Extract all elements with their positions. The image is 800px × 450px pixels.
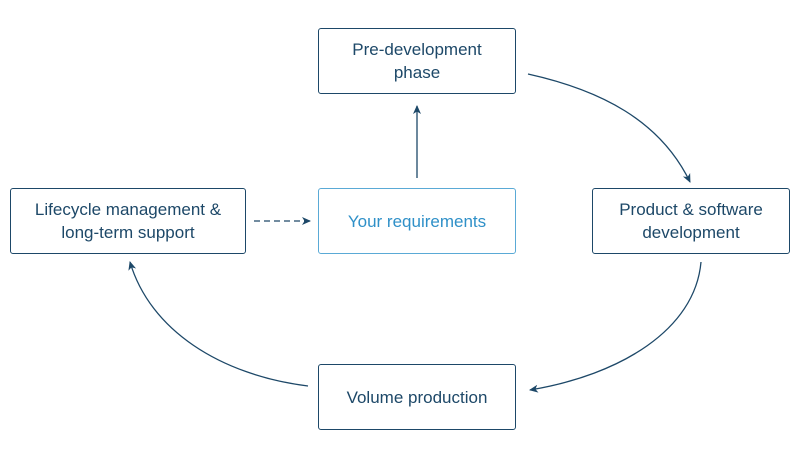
node-label-line: Pre-development xyxy=(352,40,482,59)
node-your-requirements: Your requirements xyxy=(318,188,516,254)
node-pre-development-phase: Pre-development phase xyxy=(318,28,516,94)
node-label-line: Volume production xyxy=(346,387,488,407)
node-label-line: Lifecycle management & xyxy=(34,200,222,219)
node-label-line: phase xyxy=(393,63,441,82)
node-volume-production: Volume production xyxy=(318,364,516,430)
node-label-line: development xyxy=(642,223,740,242)
arrow-predev-to-product xyxy=(527,73,691,183)
arrow-volume-to-lifecycle xyxy=(128,261,309,387)
node-label-line: Product & software xyxy=(619,200,763,219)
node-label-line: long-term support xyxy=(61,223,195,242)
node-product-software-development: Product & software development xyxy=(592,188,790,254)
node-lifecycle-management: Lifecycle management & long-term support xyxy=(10,188,246,254)
node-label-line: Your requirements xyxy=(347,211,487,231)
arrow-product-to-volume xyxy=(529,261,702,393)
